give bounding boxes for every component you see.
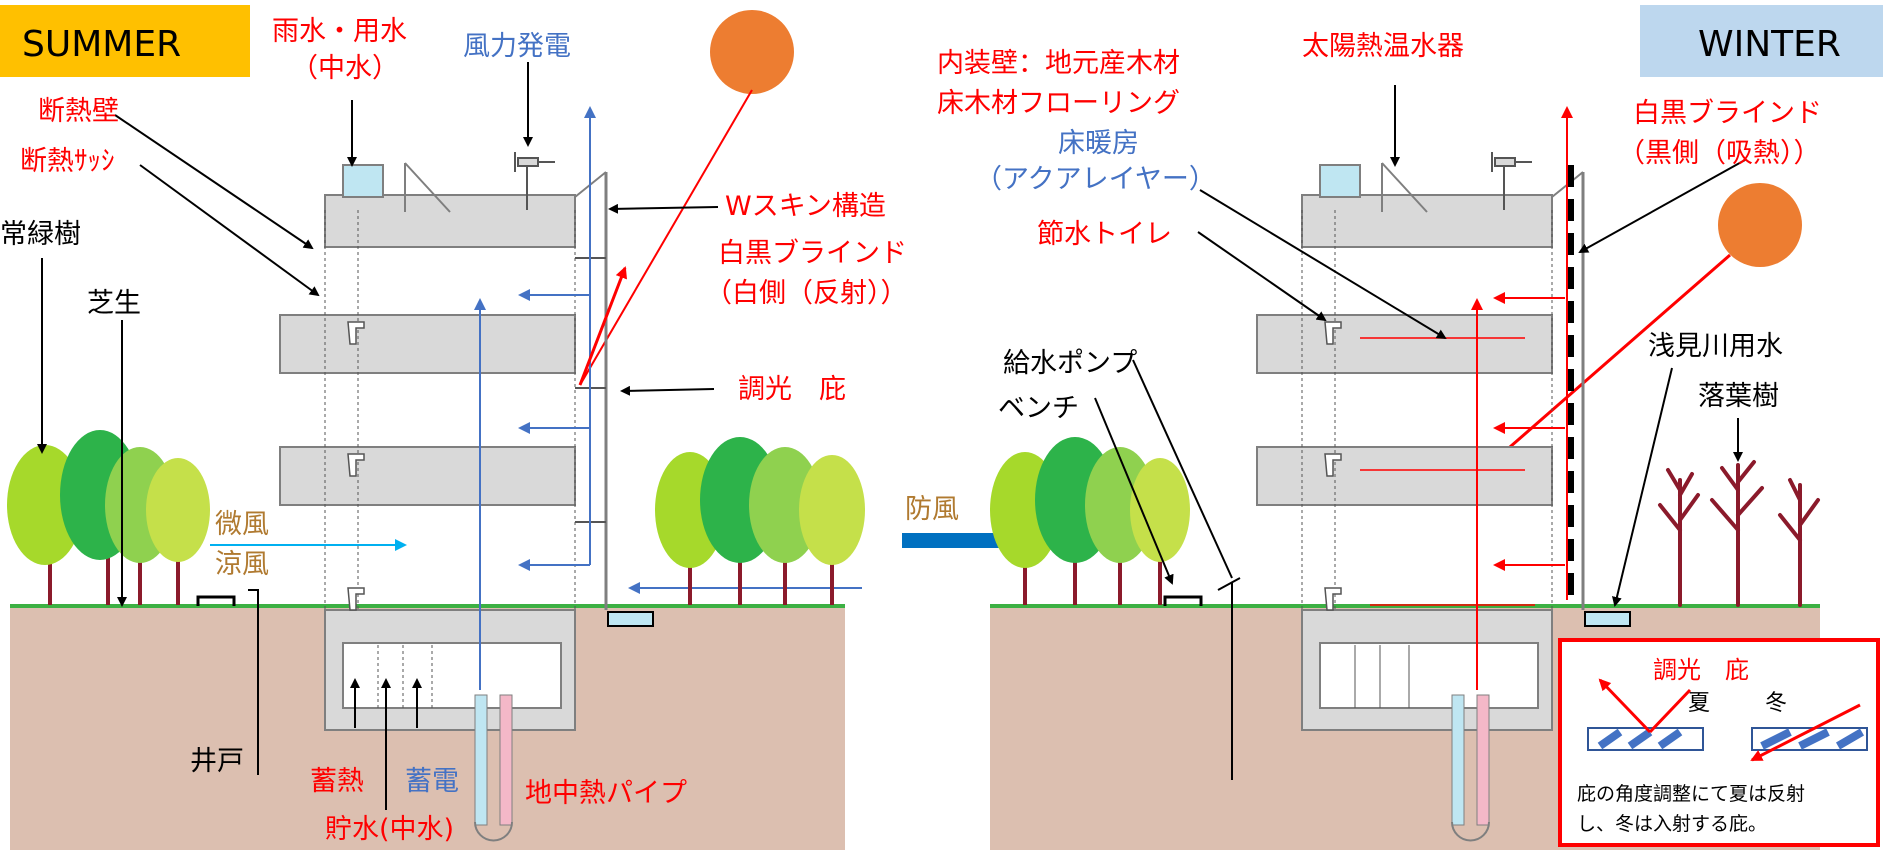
summer-water-tank	[342, 164, 384, 198]
summer-title: SUMMER	[22, 24, 181, 65]
winter-toilet-3	[1324, 587, 1342, 611]
label-geo-pipe: 地中熱パイプ	[525, 778, 687, 809]
summer-basement-room	[342, 642, 562, 709]
winter-windbreak-arrow	[902, 520, 1062, 560]
label-interior-wall: 内装壁：地元産木材	[937, 48, 1180, 79]
winter-sun	[1718, 183, 1802, 267]
label-wood-flooring: 床木材フローリング	[937, 88, 1180, 119]
label-heat-storage: 蓄熱	[310, 766, 364, 797]
summer-panel: SUMMER	[0, 5, 908, 850]
summer-well	[248, 589, 259, 775]
summer-floor-slab-3	[279, 314, 576, 374]
label-bench: ベンチ	[998, 393, 1079, 424]
label-water-storage: 貯水(中水)	[325, 814, 454, 845]
summer-roof-slab	[324, 194, 576, 248]
label-floor-heating: 床暖房	[1058, 128, 1139, 159]
summer-toilet-1	[347, 321, 365, 345]
inset-caption-2: し、冬は入射する庇。	[1577, 813, 1767, 835]
label-rainwater: 雨水・用水	[272, 16, 407, 47]
label-blind: 白黒ブラインド	[718, 238, 907, 269]
summer-banner	[0, 5, 250, 77]
inset-summer: 夏	[1688, 691, 1710, 716]
label-windbreak: 防風	[905, 494, 959, 525]
winter-wind-turbine-icon	[1491, 152, 1532, 210]
winter-title: WINTER	[1698, 24, 1841, 65]
summer-toilet-2	[347, 453, 365, 477]
winter-floor-slab-3	[1256, 314, 1553, 374]
label-power-storage: 蓄電	[405, 766, 459, 797]
winter-deciduous-trees	[1658, 460, 1820, 607]
winter-bench	[1163, 595, 1203, 606]
label-evergreen: 常緑樹	[0, 219, 81, 250]
winter-toilet-2	[1324, 453, 1342, 477]
summer-bench	[196, 595, 236, 606]
winter-solar-heater	[1381, 162, 1428, 213]
label-winter-blind-black: （黒側（吸熱））	[1618, 138, 1821, 169]
inset-title: 調光 庇	[1653, 656, 1749, 684]
label-water-saving-toilet: 節水トイレ	[1037, 219, 1172, 250]
label-insulated-wall: 断熱壁	[38, 96, 119, 127]
winter-panel: WINTER	[607, 5, 1883, 850]
winter-toilet-1	[1324, 321, 1342, 345]
winter-geothermal-pipe	[1451, 694, 1490, 842]
label-wind-power: 風力発電	[463, 31, 571, 62]
winter-water-tank	[1319, 164, 1361, 198]
label-double-skin: Wスキン構造	[725, 191, 886, 222]
inset-caption-1: 庇の角度調整にて夏は反射	[1577, 783, 1805, 805]
winter-water-pump	[1217, 577, 1241, 780]
label-deciduous: 落葉樹	[1698, 381, 1779, 412]
label-river-water: 浅見川用水	[1648, 331, 1783, 362]
label-solar-heater: 太陽熱温水器	[1302, 31, 1464, 62]
inset-winter: 冬	[1765, 691, 1787, 716]
label-breeze: 微風	[215, 509, 269, 540]
summer-sun-ray	[579, 89, 753, 386]
summer-solar-panel	[404, 162, 451, 213]
label-lawn: 芝生	[87, 288, 141, 319]
winter-evergreen-trees	[990, 437, 1190, 605]
label-water-pump: 給水ポンプ	[1003, 348, 1137, 379]
label-blind-white: （白側（反射））	[705, 278, 908, 309]
summer-floor-slab-2	[279, 446, 576, 506]
label-rainwater-sub: （中水）	[291, 53, 399, 84]
winter-river-channel	[1584, 611, 1631, 627]
summer-wind-turbine-icon	[514, 152, 555, 210]
summer-building	[279, 194, 576, 731]
summer-river-channel	[607, 611, 654, 627]
winter-basement-room	[1319, 642, 1539, 709]
label-insulated-sash: 断熱ｻｯｼ	[20, 146, 115, 177]
winter-banner	[1640, 5, 1883, 77]
label-well: 井戸	[190, 746, 244, 777]
winter-floor-slab-2	[1256, 446, 1553, 506]
winter-building	[1256, 194, 1553, 731]
label-winter-blind: 白黒ブラインド	[1633, 98, 1822, 129]
summer-geothermal-pipe	[474, 694, 513, 842]
summer-toilet-3	[347, 587, 365, 611]
summer-sun	[710, 10, 794, 94]
label-aqua-layer: （アクアレイヤー）	[975, 164, 1216, 195]
label-louver: 調光 庇	[738, 374, 846, 405]
louver-inset: 調光 庇 夏 冬 庇の角度調整にて夏は反射 し、冬は入射する庇。	[1558, 638, 1880, 847]
label-cool-wind: 涼風	[215, 549, 269, 580]
winter-roof-slab	[1301, 194, 1553, 248]
